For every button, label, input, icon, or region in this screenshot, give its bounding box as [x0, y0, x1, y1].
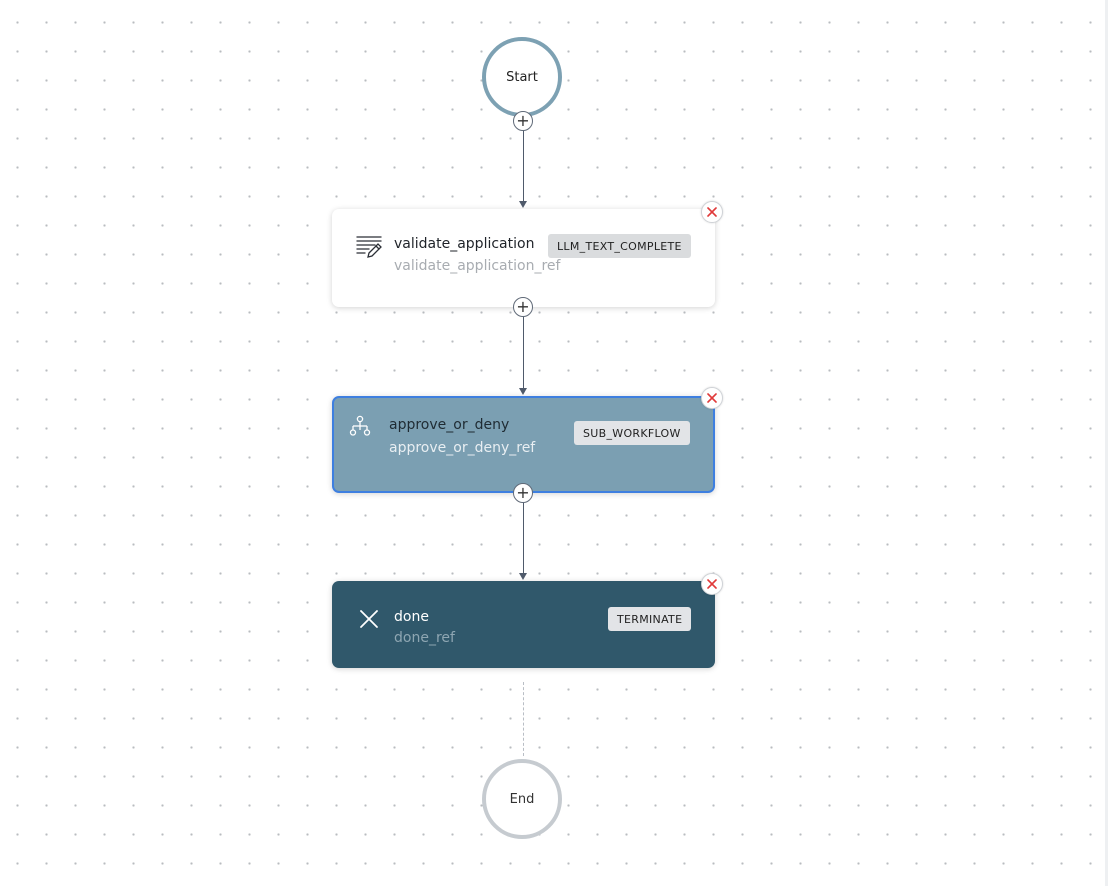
close-icon [707, 207, 717, 217]
close-icon [707, 393, 717, 403]
task-name: done [394, 609, 429, 625]
edge-arrowhead [519, 573, 527, 580]
terminate-x-icon [358, 608, 380, 630]
edge-arrowhead [519, 201, 527, 208]
canvas-right-border [1105, 0, 1108, 886]
add-task-button[interactable]: + [513, 297, 533, 317]
add-task-button[interactable]: + [513, 483, 533, 503]
edge-arrowhead [519, 388, 527, 395]
task-type-badge: LLM_TEXT_COMPLETE [548, 234, 691, 258]
edge-done-to-end [523, 682, 524, 756]
task-name: validate_application [394, 236, 535, 252]
add-task-button[interactable]: + [513, 111, 533, 131]
task-reference: done_ref [394, 630, 455, 646]
edge-approve-to-done [523, 493, 524, 574]
remove-task-button[interactable] [701, 201, 723, 223]
start-node[interactable]: Start [482, 37, 562, 117]
sub-workflow-icon [348, 414, 372, 438]
task-card-validate-application[interactable]: validate_application validate_applicatio… [332, 209, 715, 307]
task-card-done[interactable]: done done_ref TERMINATE [332, 581, 715, 668]
task-reference: validate_application_ref [394, 258, 561, 274]
task-type-badge: SUB_WORKFLOW [574, 421, 690, 445]
task-type-badge: TERMINATE [608, 607, 692, 631]
edge-start-to-validate [523, 121, 524, 201]
end-label: End [509, 791, 535, 807]
llm-text-icon [356, 235, 382, 259]
remove-task-button[interactable] [701, 387, 723, 409]
close-icon [707, 579, 717, 589]
task-name: approve_or_deny [389, 417, 510, 433]
task-reference: approve_or_deny_ref [389, 440, 536, 456]
end-node[interactable]: End [482, 759, 562, 839]
start-label: Start [506, 69, 538, 85]
edge-validate-to-approve [523, 307, 524, 388]
task-card-approve-or-deny[interactable]: approve_or_deny approve_or_deny_ref SUB_… [332, 396, 715, 493]
remove-task-button[interactable] [701, 573, 723, 595]
